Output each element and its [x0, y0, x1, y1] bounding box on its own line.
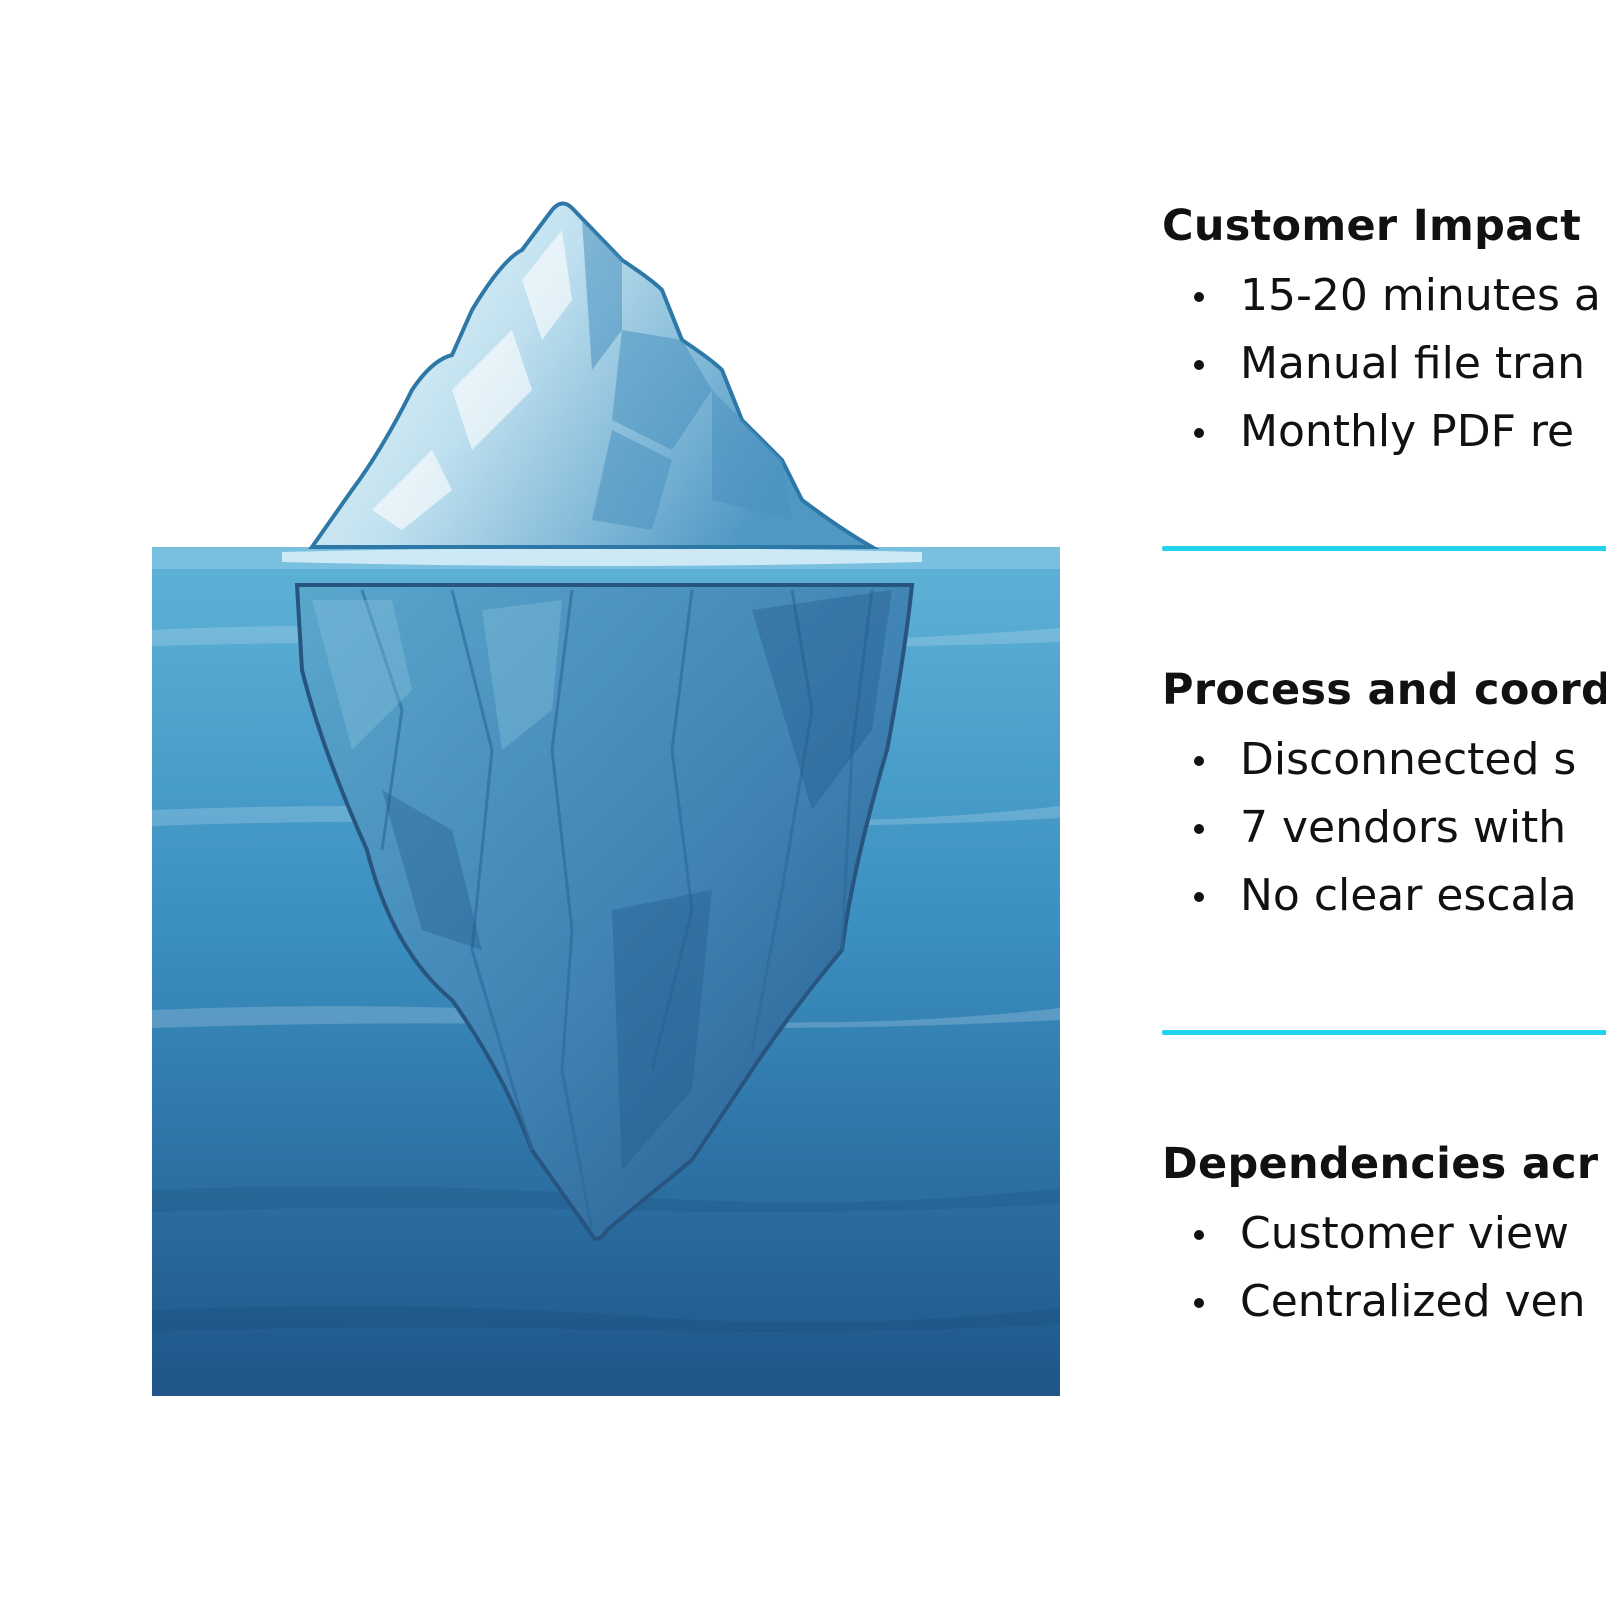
iceberg-illustration [152, 201, 1060, 1396]
list-item: 7 vendors with [1162, 794, 1606, 862]
list-item-text: Disconnected s [1240, 733, 1577, 785]
list-item: Monthly PDF re [1162, 398, 1606, 466]
iceberg-underwater [294, 583, 915, 1241]
bullet-icon [1194, 1297, 1204, 1308]
list-item: 15-20 minutes a [1162, 262, 1606, 330]
list-item: Customer view [1162, 1200, 1606, 1268]
list-item-text: 7 vendors with [1240, 801, 1567, 853]
list-item: No clear escala [1162, 862, 1606, 930]
list-item: Centralized ven [1162, 1268, 1606, 1336]
bullet-icon [1194, 755, 1204, 766]
bullet-list-dependencies: Customer view Centralized ven [1162, 1200, 1606, 1336]
section-divider [1162, 1030, 1606, 1035]
section-customer-impact: Customer Impact 15-20 minutes a Manual f… [1162, 200, 1606, 466]
bullet-list-customer-impact: 15-20 minutes a Manual file tran Monthly… [1162, 262, 1606, 466]
section-dependencies: Dependencies acr Customer view Centraliz… [1162, 1138, 1606, 1336]
content-column: Customer Impact 15-20 minutes a Manual f… [1162, 0, 1606, 1604]
list-item: Manual file tran [1162, 330, 1606, 398]
section-title-process-coordination: Process and coord [1162, 665, 1606, 715]
bullet-icon [1194, 823, 1204, 834]
section-divider [1162, 546, 1606, 551]
section-title-dependencies: Dependencies acr [1162, 1139, 1599, 1189]
list-item-text: Monthly PDF re [1240, 405, 1575, 457]
bullet-icon [1194, 427, 1204, 438]
list-item: Disconnected s [1162, 726, 1606, 794]
bullet-icon [1194, 291, 1204, 302]
bullet-list-process-coordination: Disconnected s 7 vendors with No clear e… [1162, 726, 1606, 930]
list-item-text: Centralized ven [1240, 1275, 1586, 1327]
list-item-text: Customer view [1240, 1207, 1570, 1259]
section-title-customer-impact: Customer Impact [1162, 201, 1582, 251]
list-item-text: No clear escala [1240, 869, 1577, 921]
list-item-text: 15-20 minutes a [1240, 269, 1601, 321]
section-process-coordination: Process and coord Disconnected s 7 vendo… [1162, 664, 1606, 930]
bullet-icon [1194, 1229, 1204, 1240]
bullet-icon [1194, 359, 1204, 370]
list-item-text: Manual file tran [1240, 337, 1586, 389]
bullet-icon [1194, 891, 1204, 902]
